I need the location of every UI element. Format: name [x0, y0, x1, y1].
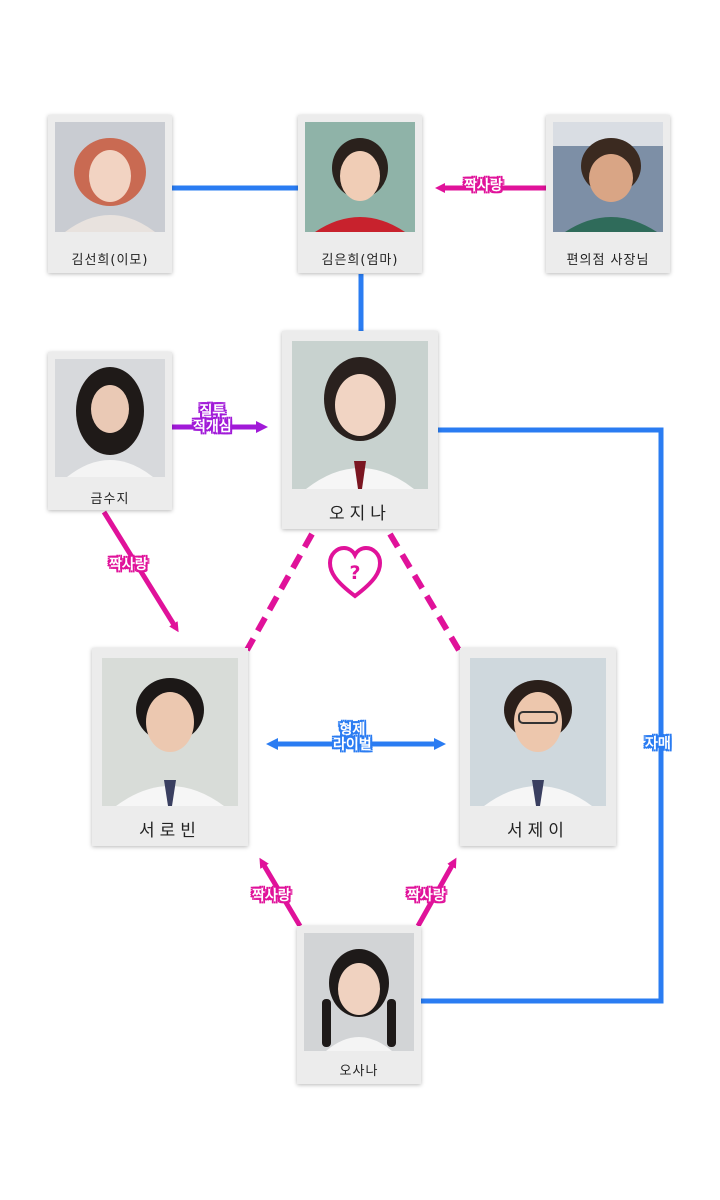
name-store-owner: 편의점 사장님	[566, 253, 650, 268]
photo-seo-jei	[470, 658, 606, 806]
love-question-mark: ?	[349, 562, 361, 584]
tag-suji-jealousy: 질투 적개심	[193, 405, 232, 434]
card-kim-seonhui: 김선희(이모)	[48, 115, 172, 273]
card-geum-suji: 금수지	[48, 352, 172, 510]
line-sana-jei	[415, 857, 457, 928]
tag-suji-crush: 짝사랑	[109, 557, 148, 573]
name-seo-robin: 서로빈	[139, 821, 201, 841]
card-seo-jei: 서제이	[460, 648, 616, 846]
name-kim-eunhui: 김은희(엄마)	[321, 253, 399, 268]
line-sana-robin	[259, 857, 303, 928]
tag-suji-jealousy-line2: 적개심	[193, 418, 232, 435]
line-sisters	[420, 427, 664, 1004]
tag-suji-jealousy-line1: 질투	[199, 404, 226, 420]
photo-store-owner	[553, 122, 663, 232]
photo-kim-seonhui	[55, 122, 165, 232]
tag-brothers: 형제 라이벌	[333, 723, 372, 752]
name-geum-suji: 금수지	[90, 492, 130, 507]
photo-oh-jina	[292, 341, 428, 489]
name-oh-jina: 오지나	[329, 504, 391, 524]
photo-geum-suji	[55, 359, 165, 477]
heart-question-icon: ?	[327, 545, 383, 601]
name-seo-jei: 서제이	[507, 821, 569, 841]
tag-brothers-line1: 형제	[339, 722, 366, 738]
tag-brothers-line2: 라이벌	[333, 736, 372, 753]
card-oh-sana: 오사나	[297, 926, 421, 1084]
tag-sisters: 자매	[645, 736, 671, 752]
name-kim-seonhui: 김선희(이모)	[71, 253, 149, 268]
photo-seo-robin	[102, 658, 238, 806]
tag-sana-crush-robin: 짝사랑	[252, 888, 291, 904]
line-suji-robin	[101, 510, 179, 633]
name-oh-sana: 오사나	[339, 1064, 379, 1079]
card-oh-jina: 오지나	[282, 331, 438, 529]
line-jina-robin-dashed	[244, 532, 315, 652]
card-seo-robin: 서로빈	[92, 648, 248, 846]
card-store-owner: 편의점 사장님	[546, 115, 670, 273]
line-jina-jei-dashed	[387, 532, 463, 654]
tag-owner-crush: 짝사랑	[464, 178, 503, 194]
card-kim-eunhui: 김은희(엄마)	[298, 115, 422, 273]
tag-sana-crush-jei: 짝사랑	[407, 888, 446, 904]
photo-kim-eunhui	[305, 122, 415, 232]
photo-oh-sana	[304, 933, 414, 1051]
